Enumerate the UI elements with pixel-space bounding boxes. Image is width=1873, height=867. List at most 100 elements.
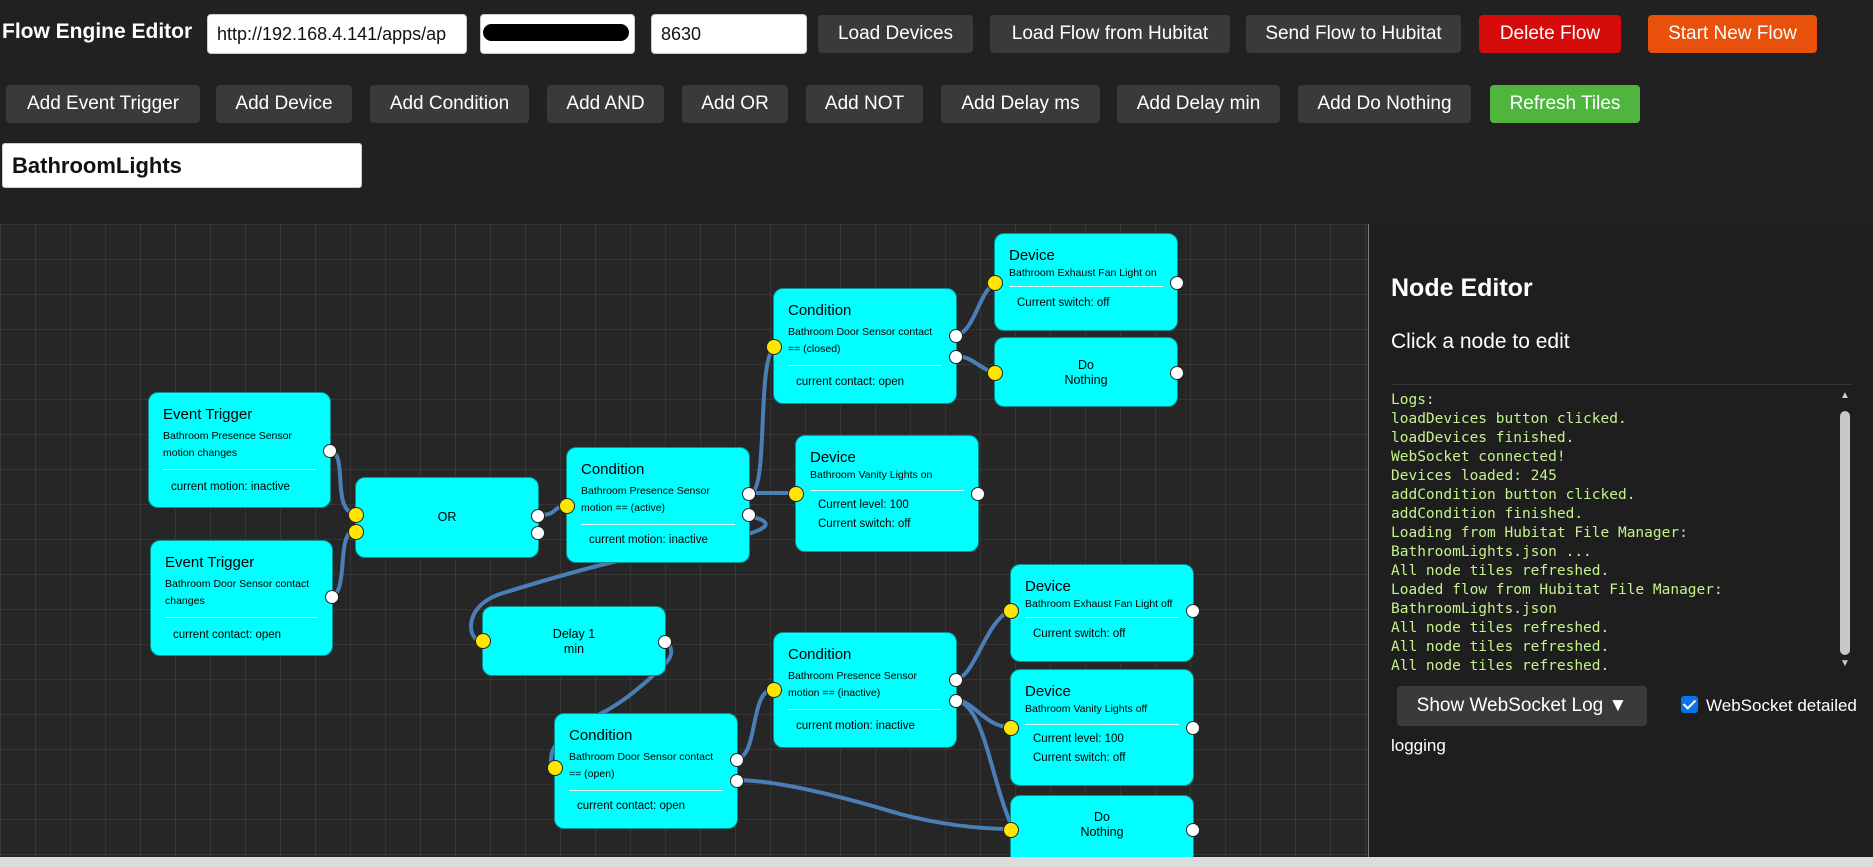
start-new-flow-button[interactable]: Start New Flow xyxy=(1648,15,1817,53)
input-port[interactable] xyxy=(348,524,364,540)
node-title: Device xyxy=(1009,247,1055,264)
input-port[interactable] xyxy=(1003,720,1019,736)
add-not-button[interactable]: Add NOT xyxy=(806,85,923,123)
scroll-down-arrow-icon[interactable]: ▼ xyxy=(1840,658,1850,669)
input-port[interactable] xyxy=(987,365,1003,381)
node-status: Current switch: off xyxy=(818,518,911,530)
add-device-button[interactable]: Add Device xyxy=(216,85,352,123)
flow-name-input[interactable] xyxy=(2,143,362,188)
output-port[interactable] xyxy=(742,487,756,501)
output-port[interactable] xyxy=(971,487,985,501)
add-and-button[interactable]: Add AND xyxy=(547,85,664,123)
output-port[interactable] xyxy=(531,509,545,523)
node-status: Current switch: off xyxy=(1033,752,1126,764)
node-status: Current switch: off xyxy=(1017,297,1110,309)
node-detail: Bathroom Presence Sensor xyxy=(788,670,917,682)
input-port[interactable] xyxy=(559,498,575,514)
node-divider xyxy=(788,365,942,366)
output-port[interactable] xyxy=(949,350,963,364)
add-delay-ms-button[interactable]: Add Delay ms xyxy=(941,85,1100,123)
flow-canvas[interactable]: Event Trigger Bathroom Presence Sensor m… xyxy=(0,224,1368,857)
output-port[interactable] xyxy=(323,444,337,458)
output-port[interactable] xyxy=(658,635,672,649)
node-condition-contact-closed[interactable]: Condition Bathroom Door Sensor contact =… xyxy=(766,288,963,404)
node-label: Nothing xyxy=(1064,373,1108,387)
node-do-nothing[interactable]: Do Nothing xyxy=(987,337,1184,407)
input-port[interactable] xyxy=(547,760,563,776)
node-event-trigger-contact[interactable]: Event Trigger Bathroom Door Sensor conta… xyxy=(150,540,339,656)
node-device-vanity-off[interactable]: Device Bathroom Vanity Lights off Curren… xyxy=(1003,669,1200,786)
websocket-detailed-checkbox[interactable] xyxy=(1681,696,1698,713)
input-port[interactable] xyxy=(348,507,364,523)
node-condition-presence-active[interactable]: Condition Bathroom Presence Sensor motio… xyxy=(559,447,756,563)
output-port[interactable] xyxy=(730,774,744,788)
output-port[interactable] xyxy=(949,329,963,343)
input-port[interactable] xyxy=(475,633,491,649)
app-id-input[interactable] xyxy=(651,14,807,54)
node-title: Device xyxy=(1025,578,1071,595)
node-status: current motion: inactive xyxy=(589,534,708,546)
scrollbar-thumb[interactable] xyxy=(1840,411,1850,655)
node-do-nothing[interactable]: Do Nothing xyxy=(1003,795,1200,857)
log-scrollbar[interactable]: ▲ ▼ xyxy=(1837,385,1853,675)
add-delay-min-button[interactable]: Add Delay min xyxy=(1117,85,1280,123)
output-port[interactable] xyxy=(730,753,744,767)
log-text: Logs: loadDevices button clicked. loadDe… xyxy=(1391,392,1723,674)
add-do-nothing-button[interactable]: Add Do Nothing xyxy=(1298,85,1471,123)
node-device-vanity-on[interactable]: Device Bathroom Vanity Lights on Current… xyxy=(788,435,985,552)
node-condition-presence-inactive[interactable]: Condition Bathroom Presence Sensor motio… xyxy=(766,632,963,748)
node-or[interactable]: OR xyxy=(348,477,545,558)
node-divider xyxy=(788,709,942,710)
output-port[interactable] xyxy=(1186,604,1200,618)
input-port[interactable] xyxy=(987,275,1003,291)
connector-c2-d1 xyxy=(953,281,1000,337)
node-condition-contact-open[interactable]: Condition Bathroom Door Sensor contact =… xyxy=(547,713,744,829)
delete-flow-button[interactable]: Delete Flow xyxy=(1479,15,1621,53)
node-title: Event Trigger xyxy=(163,406,253,423)
refresh-tiles-button[interactable]: Refresh Tiles xyxy=(1490,85,1640,123)
node-divider xyxy=(1025,724,1179,725)
log-output[interactable]: Logs: loadDevices button clicked. loadDe… xyxy=(1391,384,1853,675)
node-title: Device xyxy=(1025,683,1071,700)
node-delay-min[interactable]: Delay 1 min xyxy=(475,606,672,676)
connector-et1-or xyxy=(326,448,357,516)
node-status: Current level: 100 xyxy=(818,499,909,511)
node-status: current motion: inactive xyxy=(171,481,290,493)
send-flow-button[interactable]: Send Flow to Hubitat xyxy=(1246,15,1461,53)
node-detail: motion == (active) xyxy=(581,502,666,514)
input-port[interactable] xyxy=(1003,822,1019,838)
connector-c4-c3 xyxy=(733,686,777,761)
input-port[interactable] xyxy=(766,682,782,698)
scroll-up-arrow-icon[interactable]: ▲ xyxy=(1840,390,1850,401)
add-or-button[interactable]: Add OR xyxy=(682,85,788,123)
add-condition-button[interactable]: Add Condition xyxy=(370,85,529,123)
output-port[interactable] xyxy=(531,526,545,540)
node-divider xyxy=(1025,617,1179,618)
add-event-trigger-button[interactable]: Add Event Trigger xyxy=(6,85,200,123)
output-port[interactable] xyxy=(1186,721,1200,735)
load-devices-button[interactable]: Load Devices xyxy=(818,15,973,53)
node-event-trigger-motion[interactable]: Event Trigger Bathroom Presence Sensor m… xyxy=(148,392,337,508)
output-port[interactable] xyxy=(1170,366,1184,380)
node-detail: Bathroom Door Sensor contact xyxy=(788,326,933,338)
node-device-fan-light-on[interactable]: Device Bathroom Exhaust Fan Light on Cur… xyxy=(987,233,1184,331)
hub-url-input[interactable] xyxy=(207,14,467,54)
input-port[interactable] xyxy=(766,339,782,355)
input-port[interactable] xyxy=(1003,603,1019,619)
node-title: Condition xyxy=(581,461,645,478)
node-device-fan-light-off[interactable]: Device Bathroom Exhaust Fan Light off Cu… xyxy=(1003,564,1200,662)
show-websocket-log-button[interactable]: Show WebSocket Log ▼ xyxy=(1397,686,1647,726)
node-editor-heading: Node Editor xyxy=(1391,274,1533,302)
output-port[interactable] xyxy=(1186,823,1200,837)
node-status: Current level: 100 xyxy=(1033,733,1124,745)
connector-c3-d3 xyxy=(953,607,1015,681)
output-port[interactable] xyxy=(1170,276,1184,290)
input-port[interactable] xyxy=(788,486,804,502)
load-flow-button[interactable]: Load Flow from Hubitat xyxy=(990,15,1230,53)
connector-c4-dn2 xyxy=(733,778,1015,831)
output-port[interactable] xyxy=(325,590,339,604)
output-port[interactable] xyxy=(742,508,756,522)
redaction-mark xyxy=(483,24,629,41)
output-port[interactable] xyxy=(949,673,963,687)
output-port[interactable] xyxy=(949,694,963,708)
